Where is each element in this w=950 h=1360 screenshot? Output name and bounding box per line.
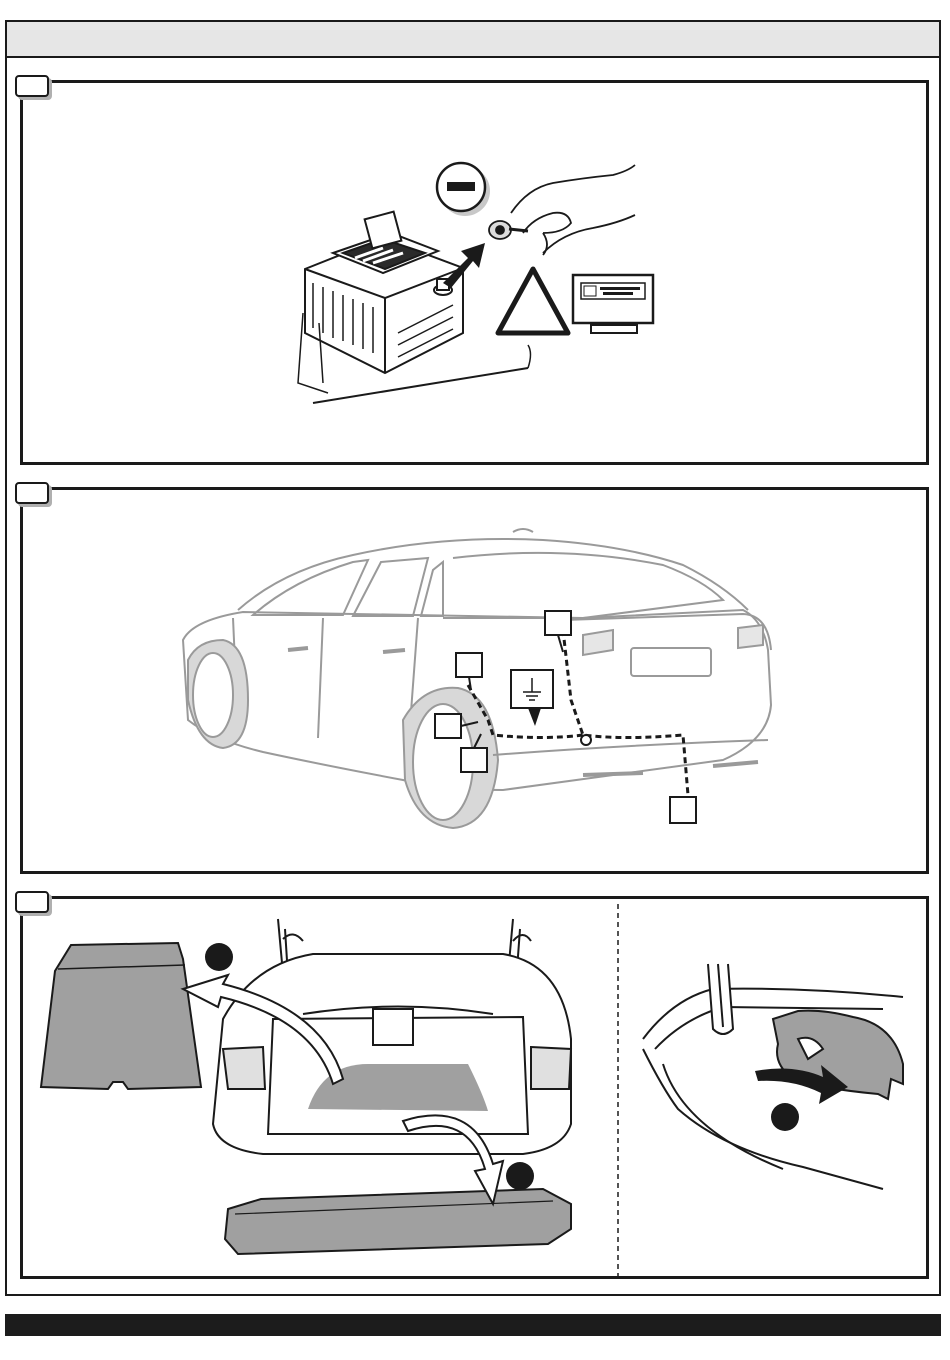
- battery-illustration: [23, 83, 932, 468]
- sill-trim-panel: [225, 1189, 571, 1254]
- hand-with-terminal: [489, 165, 635, 255]
- step-dot: [771, 1103, 799, 1131]
- step-tab-2: [15, 482, 49, 504]
- step-tab-1: [15, 75, 49, 97]
- minus-sign-icon: [437, 163, 490, 216]
- panel-trunk-trim-removal: [20, 896, 929, 1279]
- battery: [298, 212, 531, 403]
- step-tab-3: [15, 891, 49, 913]
- car-body: [183, 529, 771, 828]
- trunk-illustration: [23, 899, 932, 1282]
- ground-symbol-icon: [511, 670, 553, 726]
- ground-point: [581, 735, 591, 745]
- car-rear-illustration: [23, 490, 932, 877]
- car-open-trunk: [213, 919, 571, 1154]
- warning-triangle-icon: [498, 269, 568, 333]
- panel-wiring-route: [20, 487, 929, 874]
- panel-battery-disconnect: [20, 80, 929, 465]
- step-dot: [506, 1162, 534, 1190]
- manual-screen-icon: [573, 275, 653, 333]
- footer-bar: [5, 1314, 941, 1336]
- trunk-floor-mat: [41, 943, 201, 1089]
- header-band: [7, 22, 939, 58]
- step-dot: [205, 943, 233, 971]
